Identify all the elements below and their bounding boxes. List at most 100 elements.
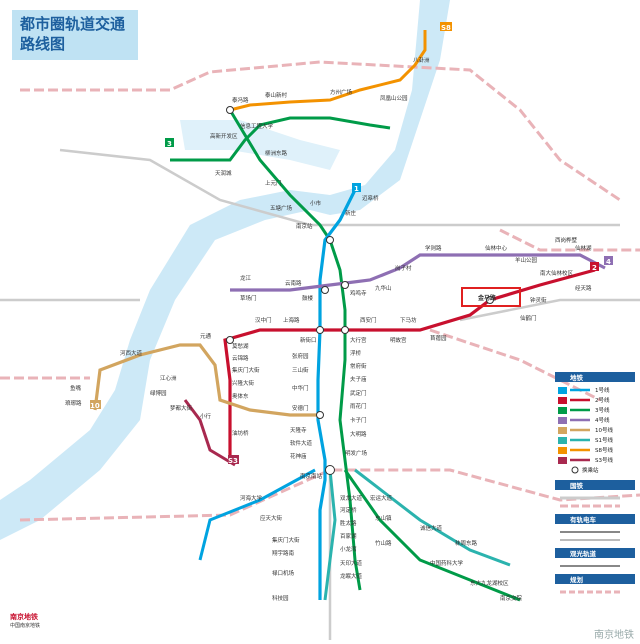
station-hedinqiao[interactable]: 河定桥	[340, 506, 357, 514]
station-nandaxianlin[interactable]: 南大仙林校区	[540, 269, 574, 277]
station-baguazhou[interactable]: 八卦洲	[413, 56, 430, 64]
station-langya[interactable]: 琅琊路	[65, 399, 82, 407]
station-xinglong[interactable]: 兴隆大街	[232, 379, 255, 387]
station-taifenglu[interactable]: 泰冯路	[232, 96, 249, 104]
station-hongyundadao[interactable]: 宏运大道	[370, 494, 393, 502]
station-muxuyuan[interactable]: 苜蓿园	[430, 334, 447, 342]
station-xianheMen[interactable]: 仙鹤门	[520, 314, 537, 322]
station-tianyin[interactable]: 天印大道	[340, 559, 363, 567]
badge-4-map-label: 4	[606, 258, 611, 266]
station-youfangqiao[interactable]: 油坊桥	[232, 429, 249, 437]
station-hanzhongmen[interactable]: 汉中门	[255, 316, 272, 324]
station-xiaolongwan[interactable]: 小龙湾	[340, 545, 357, 553]
station-hexidadao[interactable]: 河西大道	[120, 349, 143, 357]
station-jimingsi[interactable]: 鸡鸣寺	[350, 289, 367, 297]
station-fuzimiao[interactable]: 夫子庙	[350, 375, 367, 383]
station-kazimen[interactable]: 卡子门	[350, 416, 367, 424]
station-longjiang[interactable]: 龙江	[240, 274, 252, 282]
station-changfujie[interactable]: 常府街	[350, 362, 367, 370]
station-wutangguangchang[interactable]: 五塘广场	[270, 204, 293, 212]
station-minggugong[interactable]: 明故宫	[390, 336, 407, 344]
station-jiangjunroad[interactable]: 河海大学	[240, 494, 263, 502]
station-wudingmen[interactable]: 武定门	[350, 389, 367, 397]
station-xianlin[interactable]: 仙林中心	[485, 244, 508, 252]
station-jiulongxiang[interactable]: 九华山	[375, 284, 392, 292]
station-gulou[interactable]: 鼓楼	[302, 294, 314, 302]
station-sanshanjie[interactable]: 三山街	[292, 366, 309, 374]
station-kejiyuan[interactable]: 科技园	[272, 594, 289, 602]
station-dongshanzhen[interactable]: 东山镇	[375, 514, 392, 522]
legend-rail-header-bg	[555, 480, 635, 490]
station-zhonghuamen[interactable]: 中华门	[292, 384, 309, 392]
station-zhangfuyuan[interactable]: 张府园	[292, 352, 309, 360]
station-xuezelu[interactable]: 学则路	[425, 244, 442, 252]
station-mingfaguangchang[interactable]: 明发广场	[345, 449, 368, 457]
station-yuhuamen[interactable]: 雨花门	[350, 402, 367, 410]
station-mengduda[interactable]: 梦都大街	[170, 404, 193, 412]
station-daminglu[interactable]: 大明路	[350, 430, 367, 438]
station-huashen[interactable]: 花神庙	[290, 452, 307, 460]
station-tianrunchen[interactable]: 天润城	[215, 169, 232, 177]
station-lianhe[interactable]: 泰山新村	[265, 91, 288, 99]
station-xiamafang[interactable]: 下马坊	[400, 316, 417, 324]
station-longmian[interactable]: 龙眠大道	[340, 572, 363, 580]
legend-swatch-1	[558, 387, 567, 394]
station-lukou[interactable]: 禄口机场	[272, 569, 295, 577]
station-baijia[interactable]: 百家湖	[340, 532, 357, 540]
station-liuzhouDonglu[interactable]: 柳洲东路	[265, 149, 288, 157]
station-yunnanlu[interactable]: 云南路	[285, 279, 302, 287]
station-xiangyu[interactable]: 翔宇路南	[272, 549, 295, 557]
station-jiqingmendajie[interactable]: 集庆门大街	[272, 536, 300, 544]
station-andemen[interactable]: 安德门	[292, 404, 309, 412]
station-xiaoshi[interactable]: 小市	[310, 199, 322, 207]
station-mochouhu[interactable]: 莫愁湖	[232, 342, 249, 350]
map-title-line2: 路线图	[20, 35, 66, 53]
station-taiyangshan[interactable]: 东大九龙湖校区	[470, 579, 509, 587]
station-xuanwumen2[interactable]: 岗子村	[395, 264, 412, 272]
station-yangshangongyuan[interactable]: 羊山公园	[515, 256, 538, 264]
station-mayiwan[interactable]: 迈皋桥	[362, 194, 379, 202]
highlight-box-jinmalu	[461, 287, 521, 307]
station-zhongling[interactable]: 钟灵街	[530, 296, 547, 304]
station-yuhai[interactable]: 鱼嘴	[70, 384, 82, 392]
station-yuantong[interactable]: 元通	[200, 332, 212, 340]
station-aoti[interactable]: 奥体东	[232, 392, 249, 400]
station-chengxin[interactable]: 诚信大道	[420, 524, 443, 532]
station-shanghailu[interactable]: 上海路	[283, 316, 300, 324]
station-jiqingmen[interactable]: 集庆门大街	[232, 366, 260, 374]
station-xi_anmen[interactable]: 西安门	[360, 316, 377, 324]
line-1-track	[316, 189, 357, 600]
station-shangyuanmen[interactable]: 上元门	[265, 179, 282, 187]
station-jiangxinzhou[interactable]: 江心洲	[160, 375, 177, 382]
station-yunjinlu[interactable]: 云锦路	[232, 354, 249, 362]
station-nanjingzhan[interactable]: 南京站	[296, 222, 313, 230]
station-gaoxin[interactable]: 高新开发区	[210, 132, 238, 140]
station-xiaohang[interactable]: 小行	[200, 412, 212, 420]
line-s3-track	[183, 399, 236, 467]
station-sheshan[interactable]: 方州广场	[330, 88, 353, 96]
station-xinzhuang[interactable]: 新庄	[345, 209, 357, 217]
station-shuanglong[interactable]: 双龙大道	[340, 494, 363, 502]
station-nanjingkexue[interactable]: 南京交院	[500, 594, 523, 602]
station-nanjingnan[interactable]: 南京南站	[300, 472, 323, 480]
station-jinmalu[interactable]: 金马路	[477, 294, 497, 302]
station-mozhoudonglu[interactable]: 秣周东路	[455, 539, 478, 547]
station-jingtianlu[interactable]: 经天路	[575, 284, 592, 292]
station-ruanjian[interactable]: 软件大道	[290, 439, 313, 447]
station-shengtai[interactable]: 胜太路	[340, 519, 357, 527]
badge-10-map-label: 10	[90, 402, 100, 410]
badge-1-map	[352, 183, 361, 192]
station-yingtian[interactable]: 应天大街	[260, 514, 283, 522]
station-xinjiekou[interactable]: 新街口	[300, 336, 317, 344]
station-caochangmen[interactable]: 草场门	[240, 294, 257, 302]
station-zhushan[interactable]: 竹山路	[375, 539, 392, 547]
station-xigang[interactable]: 西岗桦墅	[555, 236, 578, 244]
station-andeimen2[interactable]: 中国药科大学	[430, 559, 464, 567]
station-fuqiao[interactable]: 浮桥	[350, 349, 362, 357]
station-lvboyuan[interactable]: 绿博园	[150, 389, 167, 397]
station-zhongfu[interactable]: 仙林湖	[575, 244, 592, 252]
station-daxinggong[interactable]: 大行宫	[350, 336, 367, 344]
station-jiangpu[interactable]: 信息工程大学	[240, 122, 274, 130]
station-tianlongsi[interactable]: 天隆寺	[290, 426, 307, 434]
station-xiongzhou[interactable]: 凤凰山公园	[380, 94, 408, 102]
